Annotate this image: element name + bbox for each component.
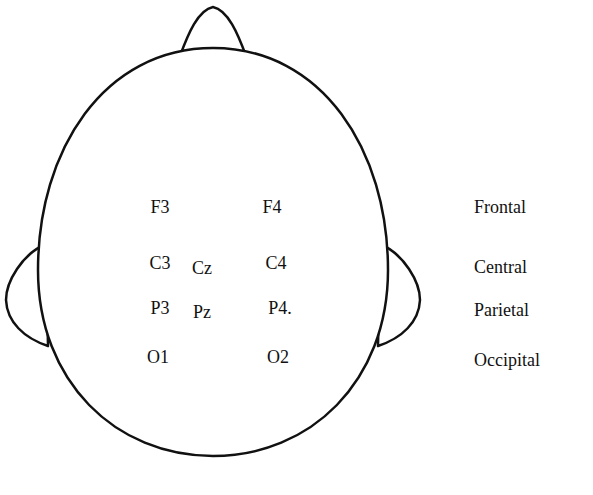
electrode-label: C4 <box>265 254 286 272</box>
electrode-label: O2 <box>267 348 289 366</box>
electrode-label: O1 <box>147 348 169 366</box>
electrode-label: P4. <box>268 299 292 317</box>
region-label: Parietal <box>474 301 529 319</box>
electrode-label: Cz <box>192 259 212 277</box>
electrode-label: F3 <box>150 198 169 216</box>
head <box>38 48 388 456</box>
region-label: Central <box>474 258 527 276</box>
electrode-label: Pz <box>193 303 211 321</box>
electrode-label: P3 <box>150 299 169 317</box>
electrode-label: C3 <box>149 254 170 272</box>
region-label: Occipital <box>474 351 540 369</box>
region-label: Frontal <box>474 198 526 216</box>
electrode-label: F4 <box>262 198 281 216</box>
